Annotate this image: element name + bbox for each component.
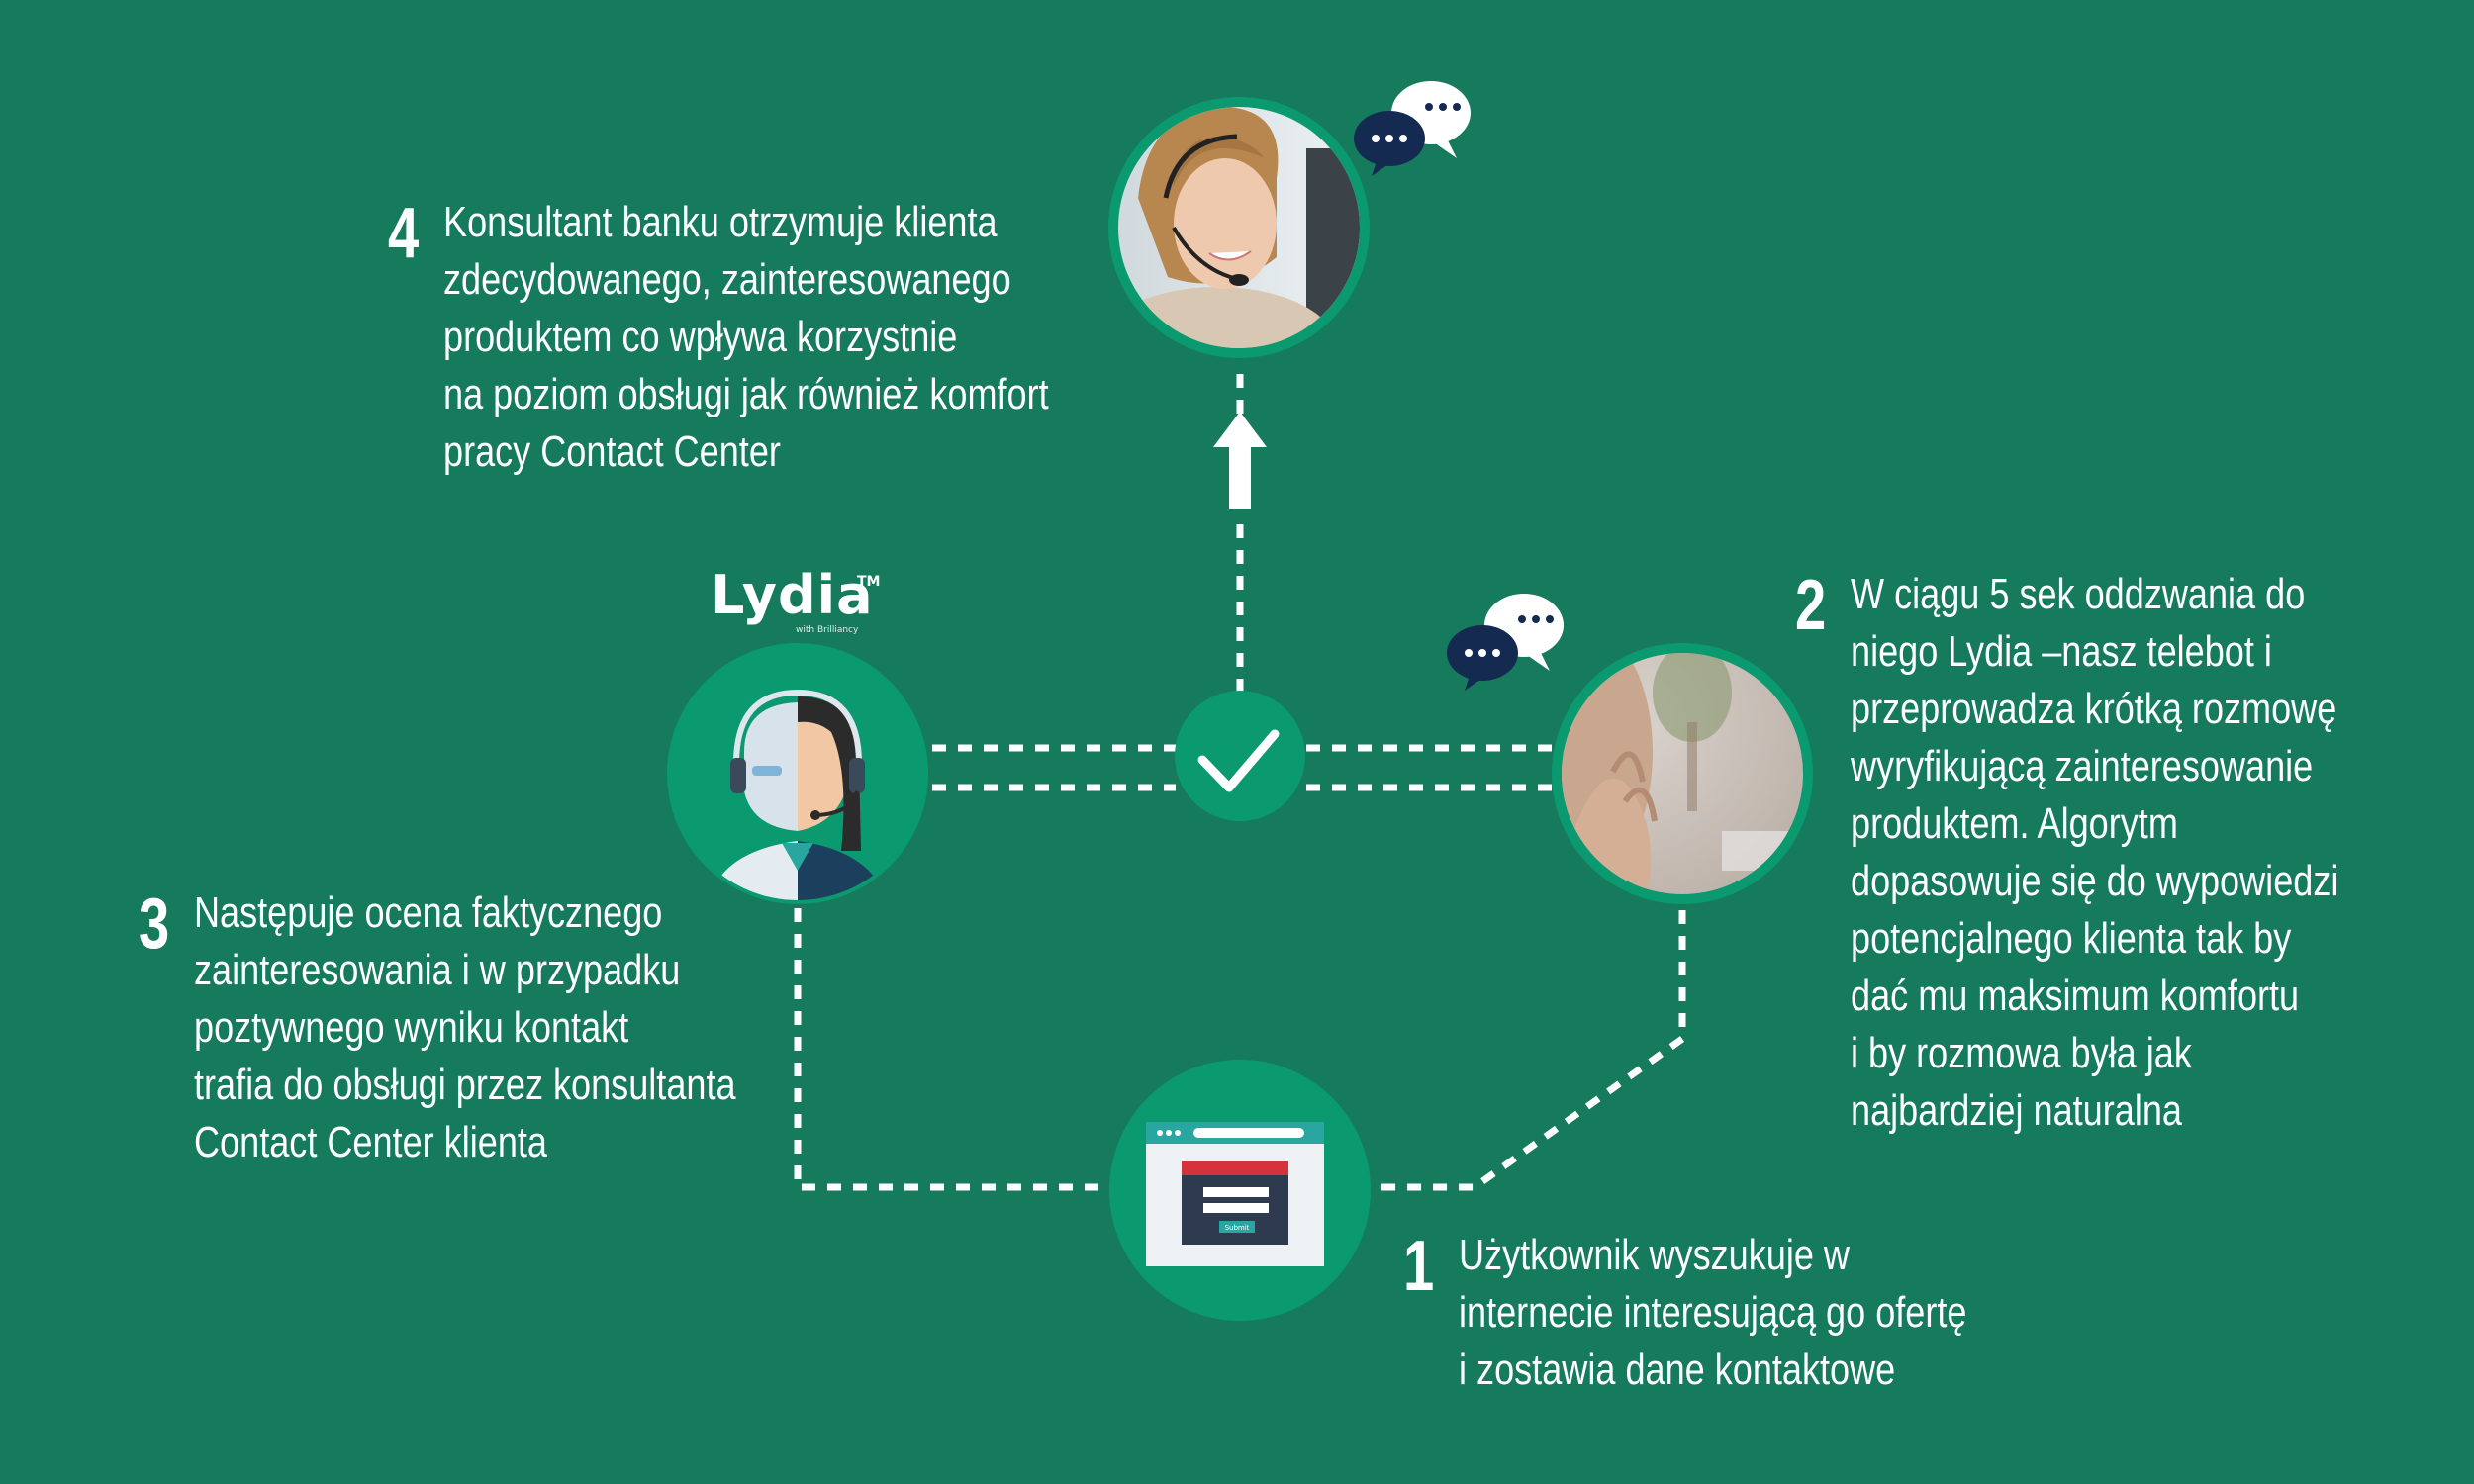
form-submit-label: Submit	[1225, 1224, 1250, 1232]
chat-bubbles-icon	[1354, 81, 1471, 176]
lydia-logo-name: Lydia	[711, 564, 874, 626]
step-3: 3 Następuje ocena faktycznego zaintereso…	[139, 884, 855, 1171]
step-3-number: 3	[139, 884, 170, 964]
step-2-number: 2	[1795, 566, 1827, 645]
step-4-text: Konsultant banku otrzymuje klienta zdecy…	[443, 194, 1049, 481]
step-2-line: wyryfikującą zainteresowanie	[1851, 742, 2314, 790]
step-2-line: i by rozmowa była jak	[1851, 1029, 2192, 1077]
step-2-text: W ciągu 5 sek oddzwania do niego Lydia –…	[1851, 566, 2338, 1140]
step-3-text: Następuje ocena faktycznego zainteresowa…	[194, 884, 736, 1171]
step-4-line: na poziom obsługi jak również komfort	[443, 370, 1049, 418]
step-4-line: Konsultant banku otrzymuje klienta	[443, 198, 998, 246]
step-3-line: poztywnego wyniku kontakt	[194, 1003, 629, 1052]
step-3-line: zainteresowania i w przypadku	[194, 946, 681, 994]
connector-phone-to-form	[1374, 910, 1686, 1191]
step-2-line: produktem. Algorytm	[1851, 799, 2178, 848]
step-4-line: produktem co wpływa korzystnie	[443, 313, 958, 361]
step-2-line: W ciągu 5 sek oddzwania do	[1851, 570, 2306, 618]
robot-agent-icon	[667, 643, 928, 904]
step-2-line: dopasowuje się do wypowiedzi	[1851, 857, 2339, 905]
connector-lines	[794, 366, 1686, 1191]
step-1-line: i zostawia dane kontaktowe	[1459, 1345, 1896, 1394]
step-1: 1 Użytkownik wyszukuje w internecie inte…	[1403, 1227, 2078, 1399]
step-1-text: Użytkownik wyszukuje w internecie intere…	[1459, 1227, 1966, 1399]
step-2: 2 W ciągu 5 sek oddzwania do niego Lydia…	[1795, 566, 2446, 1140]
arrow-up-icon	[1213, 412, 1267, 509]
step-1-number: 1	[1403, 1227, 1435, 1306]
step-4-line: pracy Contact Center	[443, 427, 781, 476]
check-icon	[1175, 691, 1305, 821]
step-3-line: Następuje ocena faktycznego	[194, 888, 663, 937]
lydia-logo: Lydia TM with Brilliancy	[711, 566, 908, 639]
chat-bubbles-icon	[1447, 594, 1564, 691]
step-1-line: Użytkownik wyszukuje w	[1459, 1231, 1850, 1279]
step-3-line: Contact Center klienta	[194, 1118, 547, 1166]
step-4-number: 4	[388, 194, 420, 273]
lydia-logo-trademark: TM	[857, 574, 881, 590]
web-form-icon: Submit	[1109, 1060, 1371, 1321]
step-2-line: potencjalnego klienta tak by	[1851, 914, 2292, 963]
step-2-line: dać mu maksimum komfortu	[1851, 972, 2300, 1020]
lydia-logo-subtitle: with Brilliancy	[796, 625, 859, 635]
step-2-line: niego Lydia –nasz telebot i	[1851, 627, 2272, 676]
step-2-line: przeprowadza krótką rozmowę	[1851, 685, 2337, 733]
step-4: 4 Konsultant banku otrzymuje klienta zde…	[388, 194, 1182, 481]
phone-call-photo-icon	[1552, 643, 1813, 904]
step-1-line: internecie interesującą go ofertę	[1459, 1288, 1967, 1337]
step-2-line: najbardziej naturalna	[1851, 1086, 2182, 1135]
step-3-line: trafia do obsługi przez konsultanta	[194, 1061, 736, 1109]
step-4-line: zdecydowanego, zainteresowanego	[443, 255, 1011, 304]
